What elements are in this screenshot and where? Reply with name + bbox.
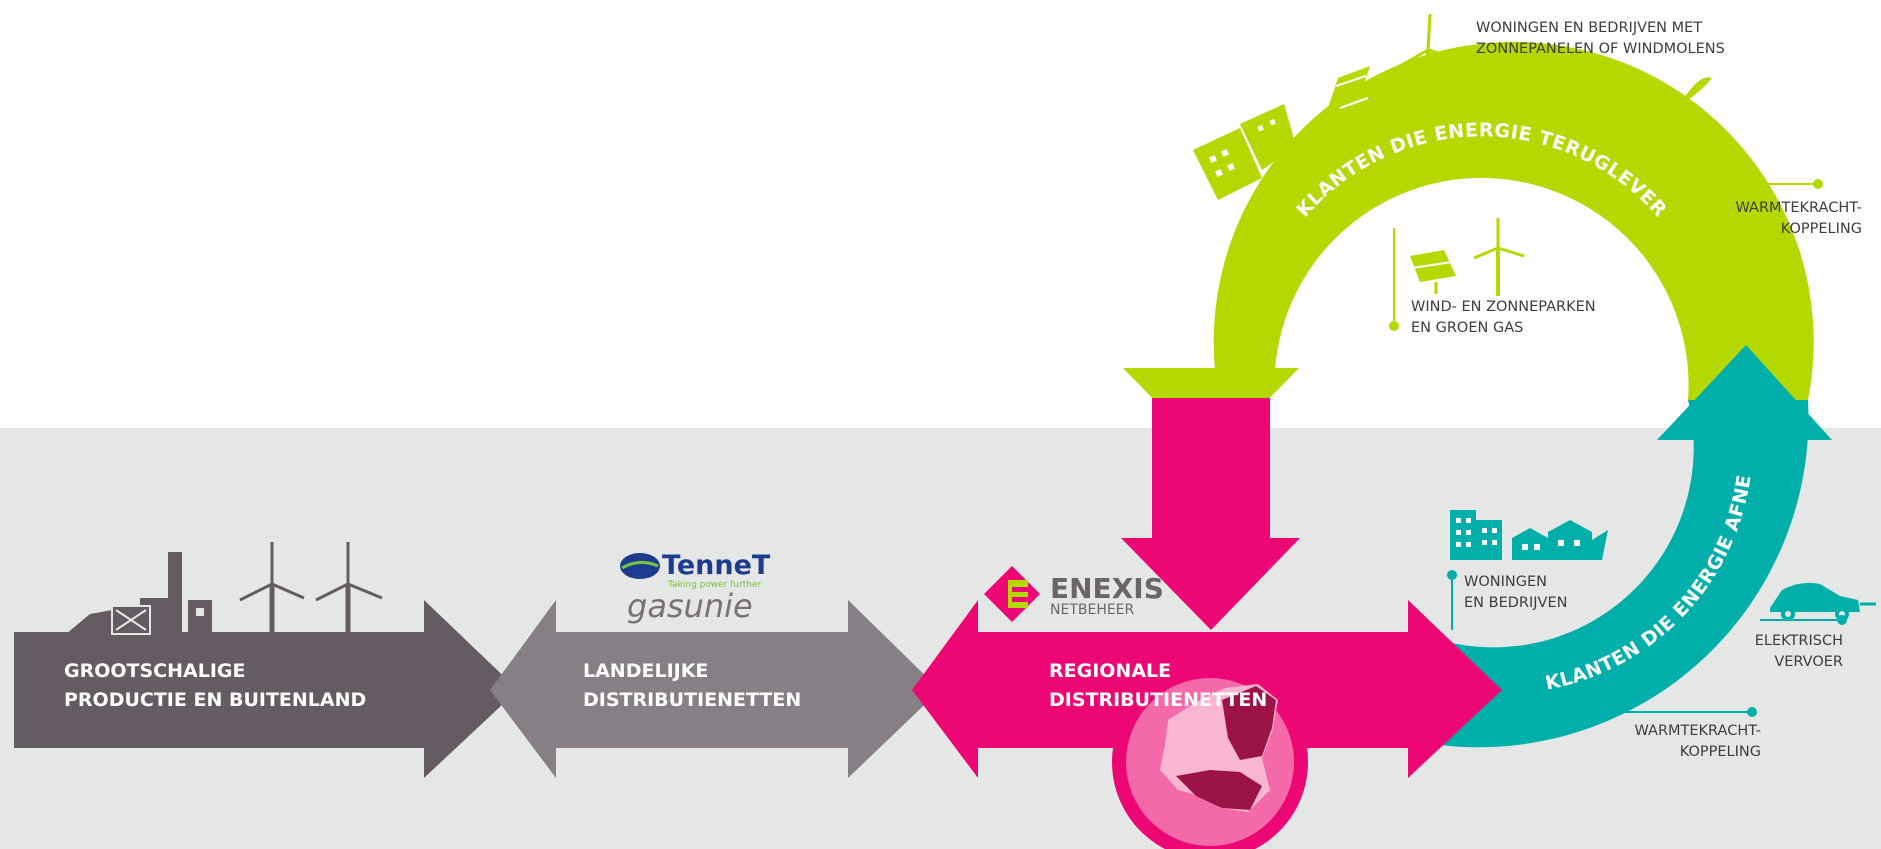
solar-panel-icon [1410,250,1456,294]
regional-label-1: REGIONALE [1049,660,1171,682]
netherlands-map-icon [1112,664,1308,849]
gasunie-logo: gasunie [627,587,753,625]
callout-chp-top-1: WARMTEKRACHT- [1735,200,1862,216]
callout-electric-transport-2: VERVOER [1774,654,1843,670]
tennet-tagline: Taking power further [667,580,762,590]
pink-down-arrow [1121,398,1300,630]
teal-arc [1440,345,1832,748]
callout-homes-solar-wind-2: ZONNEPANELEN OF WINDMOLENS [1476,41,1725,57]
national-arrow [490,600,940,778]
enexis-logo-text: ENEXIS [1050,572,1164,605]
gasunie-logo-text: gasunie [627,587,753,625]
building-icon [1193,104,1296,200]
factory-icon [66,552,212,635]
callout-chp-bottom-1: WARMTEKRACHT- [1634,723,1761,739]
callout-homes-companies-2: EN BEDRIJVEN [1464,595,1567,611]
callout-chp-top-2: KOPPELING [1781,221,1862,237]
tennet-logo-text: TenneT [662,550,771,581]
production-label-1: GROOTSCHALIGE [64,660,245,682]
production-arrow [14,600,518,778]
callout-wind-solar-parks-1: WIND- EN ZONNEPARKEN [1411,299,1596,315]
national-label-1: LANDELIJKE [583,660,708,682]
callout-lines [1389,56,1847,717]
callout-chp-bottom-2: KOPPELING [1680,744,1761,760]
wind-turbine-icon [239,542,383,634]
house-icon [1512,520,1608,560]
callout-homes-solar-wind-1: WONINGEN EN BEDRIJVEN MET [1476,20,1702,36]
solar-panel-icon [1328,66,1372,128]
production-label-2: PRODUCTIE EN BUITENLAND [64,689,366,711]
building-icon [1450,510,1502,560]
callout-homes-companies-1: WONINGEN [1464,574,1547,590]
callout-electric-transport-1: ELEKTRISCH [1755,633,1843,649]
house-icon [1630,77,1712,160]
enexis-logo-subtitle: NETBEHEER [1050,602,1135,618]
callout-wind-solar-parks-2: EN GROEN GAS [1411,320,1523,336]
tennet-logo: TenneT Taking power further [620,550,771,590]
regional-label-2: DISTRIBUTIENETTEN [1049,689,1267,711]
wind-turbine-icon [1473,218,1525,296]
enexis-logo: ENEXIS NETBEHEER [984,566,1164,622]
national-label-2: DISTRIBUTIENETTEN [583,689,801,711]
